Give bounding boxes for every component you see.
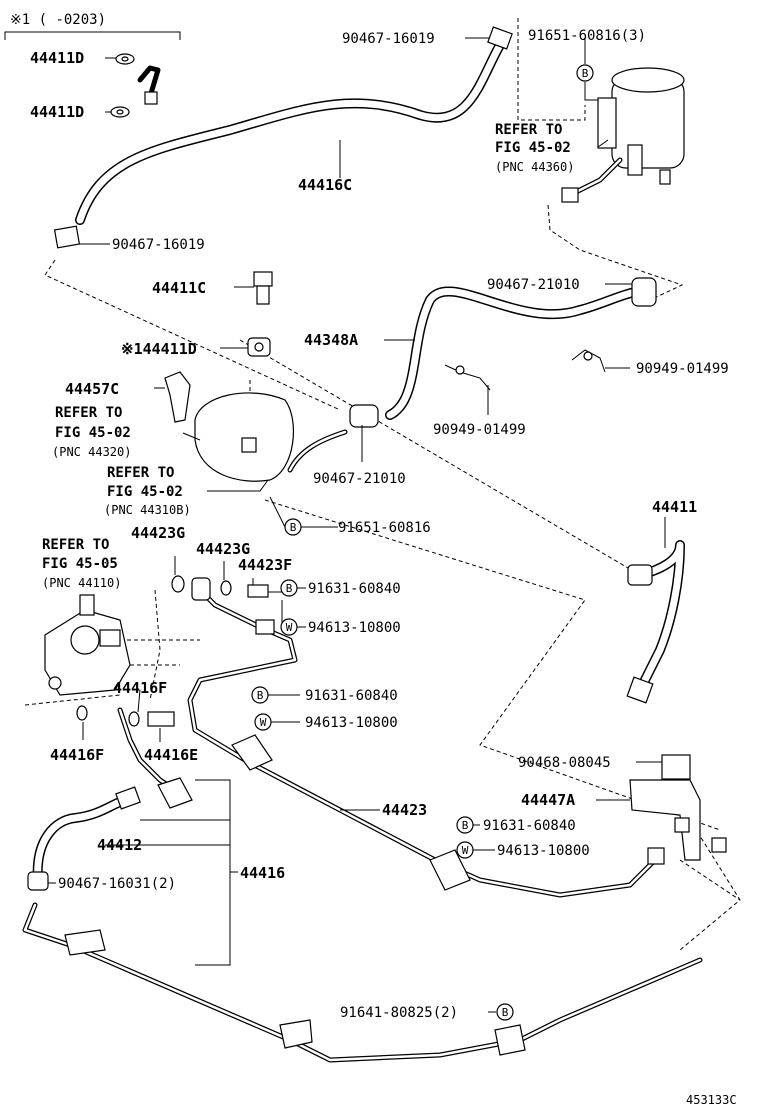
gasket-44411d-b [110, 106, 130, 118]
bracket-44416-group [105, 779, 238, 966]
label-44416e: 44416E [144, 746, 198, 764]
gasket-44416f-a [128, 711, 140, 727]
marker-bolt-91631-60840-a: B [280, 579, 298, 597]
label-91631-60840-b: 91631-60840 [305, 688, 398, 704]
ref2-line3: (PNC 44320) [52, 445, 131, 459]
note-bracket [4, 31, 181, 40]
hose-44412 [27, 786, 141, 891]
tube-44416 [22, 707, 703, 1063]
diagram-id: 453133C [686, 1093, 737, 1107]
label-94613-10800-a: 94613-10800 [308, 620, 401, 636]
part-labels: 44411D 44411D 90467-16019 91651-60816(3)… [30, 28, 729, 1021]
marker-washer-94613-10800-a: W [280, 618, 298, 636]
tube-44423 [187, 577, 665, 898]
ref2-line2: FIG 45-02 [55, 425, 131, 441]
dashed-reference-lines [24, 18, 741, 951]
clamp-90949-01499-b [571, 349, 606, 373]
label-44423: 44423 [382, 801, 427, 819]
gasket-44423g-b [220, 580, 232, 596]
fitting-44411d-c [247, 337, 271, 357]
hose-44416c [53, 26, 513, 249]
steering-pump [44, 594, 131, 696]
marker-bolt-91631-60840-c: B [456, 816, 474, 834]
label-44411: 44411 [652, 498, 697, 516]
label-90467-21010-b: 90467-21010 [313, 471, 406, 487]
label-44416: 44416 [240, 864, 285, 882]
ref3-line3: (PNC 44310B) [104, 503, 191, 517]
bolt-44416e [147, 711, 175, 727]
leader-lines [48, 37, 666, 1013]
ref1-line1: REFER TO [495, 122, 562, 138]
label-44423g-b: 44423G [196, 540, 250, 558]
label-90468-08045: 90468-08045 [518, 755, 611, 771]
clamp-90949-01499-a [444, 364, 491, 391]
note-header-text: ※1 ( -0203) [10, 12, 106, 28]
ref3-line2: FIG 45-02 [107, 484, 183, 500]
ref4-line1: REFER TO [42, 537, 109, 553]
marker-bolt-text: B [582, 67, 589, 80]
marker-washer-text: W [286, 621, 293, 634]
bracket-44447a [629, 754, 727, 861]
marker-bolt-91651-60816-3: B [576, 64, 594, 82]
fitting-44411d-small [137, 65, 161, 105]
label-44412: 44412 [97, 836, 142, 854]
label-91631-60840-c: 91631-60840 [483, 818, 576, 834]
label-44416c: 44416C [298, 176, 352, 194]
label-44348a: 44348A [304, 331, 358, 349]
marker-bolt-text: B [257, 689, 264, 702]
label-44423f: 44423F [238, 556, 292, 574]
marker-washer-94613-10800-b: W [254, 713, 272, 731]
label-91651-60816-3: 91651-60816(3) [528, 28, 646, 44]
label-94613-10800-b: 94613-10800 [305, 715, 398, 731]
hose-44411 [626, 540, 685, 704]
ref4-line2: FIG 45-05 [42, 556, 118, 572]
label-44457c: 44457C [65, 380, 119, 398]
label-44416f-b: 44416F [50, 746, 104, 764]
ref1-line3: (PNC 44360) [495, 160, 574, 174]
marker-bolt-text: B [502, 1006, 509, 1019]
marker-bolt-text: B [290, 521, 297, 534]
bracket-44457c [164, 371, 191, 423]
marker-bolt-91631-60840-b: B [251, 686, 269, 704]
label-44411d-c: ※144411D [121, 340, 197, 358]
marker-washer-text: W [462, 844, 469, 857]
label-90467-21010-a: 90467-21010 [487, 277, 580, 293]
marker-bolt-text: B [286, 582, 293, 595]
hose-44348a [349, 277, 657, 428]
label-44411d-a: 44411D [30, 49, 84, 67]
marker-bolt-91651-60816: B [284, 518, 302, 536]
reference-notes: REFER TO FIG 45-02 (PNC 44360) REFER TO … [42, 122, 574, 590]
note-header: ※1 ( -0203) [4, 12, 181, 40]
gasket-44416f-b [76, 705, 88, 721]
gasket-44411d-a [115, 53, 135, 65]
marker-washer-text: W [260, 716, 267, 729]
gasket-44423g-a [171, 575, 185, 593]
label-90949-01499-b: 90949-01499 [636, 361, 729, 377]
ref4-line3: (PNC 44110) [42, 576, 121, 590]
label-91641-80825-2: 91641-80825(2) [340, 1005, 458, 1021]
label-90467-16019-b: 90467-16019 [112, 237, 205, 253]
label-94613-10800-c: 94613-10800 [497, 843, 590, 859]
label-44411d-b: 44411D [30, 103, 84, 121]
label-90467-16031-2: 90467-16031(2) [58, 876, 176, 892]
label-44416f-a: 44416F [113, 679, 167, 697]
ref2-line1: REFER TO [55, 405, 122, 421]
label-90467-16019-a: 90467-16019 [342, 31, 435, 47]
marker-bolt-91641-80825-2: B [496, 1003, 514, 1021]
marker-bolt-text: B [462, 819, 469, 832]
label-44411c: 44411C [152, 279, 206, 297]
label-44423g-a: 44423G [131, 524, 185, 542]
reservoir [561, 67, 685, 203]
label-90949-01499-a: 90949-01499 [433, 422, 526, 438]
ref3-line1: REFER TO [107, 465, 174, 481]
union-bolt-44411c [253, 271, 273, 305]
label-91631-60840-a: 91631-60840 [308, 581, 401, 597]
pump-body [194, 392, 348, 482]
marker-washer-94613-10800-c: W [456, 841, 474, 859]
ref1-line2: FIG 45-02 [495, 140, 571, 156]
bolt-44423f [247, 584, 269, 598]
label-91651-60816: 91651-60816 [338, 520, 431, 536]
label-44447a: 44447A [521, 791, 575, 809]
